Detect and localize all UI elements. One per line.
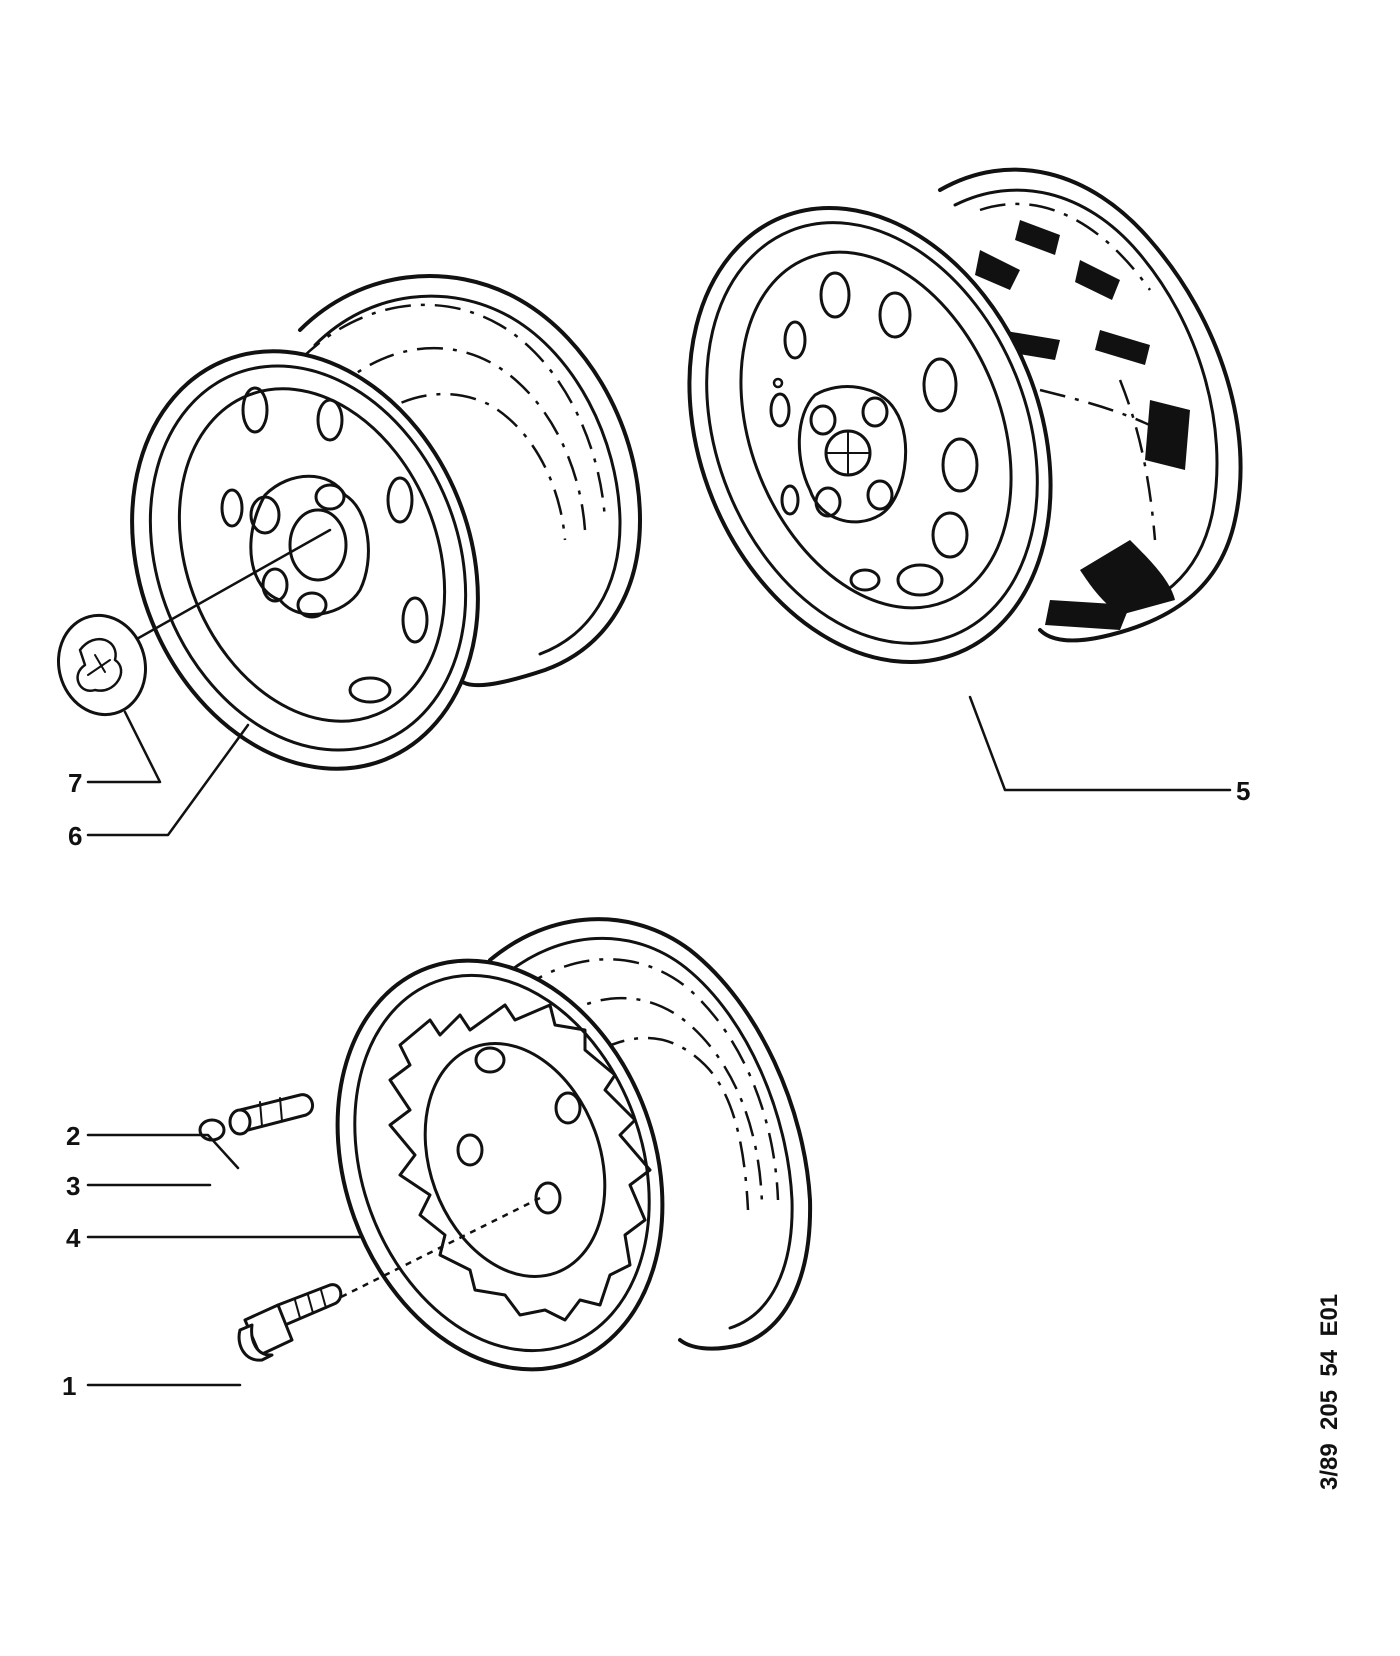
wheel-bolt-1 [237, 1283, 343, 1362]
reference-code: 3/89 205 54 E01 [1316, 1294, 1343, 1490]
tyre-valve-2-3 [198, 1093, 315, 1142]
callout-7: 7 [68, 768, 82, 798]
wheel-5-hub [797, 385, 908, 524]
steel-wheel-4 [334, 917, 813, 1372]
wheel-5-vent-holes [769, 271, 979, 597]
leader-lines [86, 695, 1232, 1387]
callout-6: 6 [68, 821, 82, 851]
callout-5: 5 [1236, 776, 1250, 806]
callout-1: 1 [62, 1371, 76, 1401]
center-cap-emblem-7 [56, 613, 148, 717]
alloy-wheel-5 [687, 167, 1243, 665]
steel-wheel-6 [130, 274, 642, 771]
wheel-6-vent-holes [220, 386, 429, 704]
callout-3: 3 [66, 1171, 80, 1201]
callout-2: 2 [66, 1121, 80, 1151]
callout-4: 4 [66, 1223, 81, 1253]
wheel-6-hub [249, 474, 370, 619]
hubcap-with-tabs [388, 1003, 652, 1322]
